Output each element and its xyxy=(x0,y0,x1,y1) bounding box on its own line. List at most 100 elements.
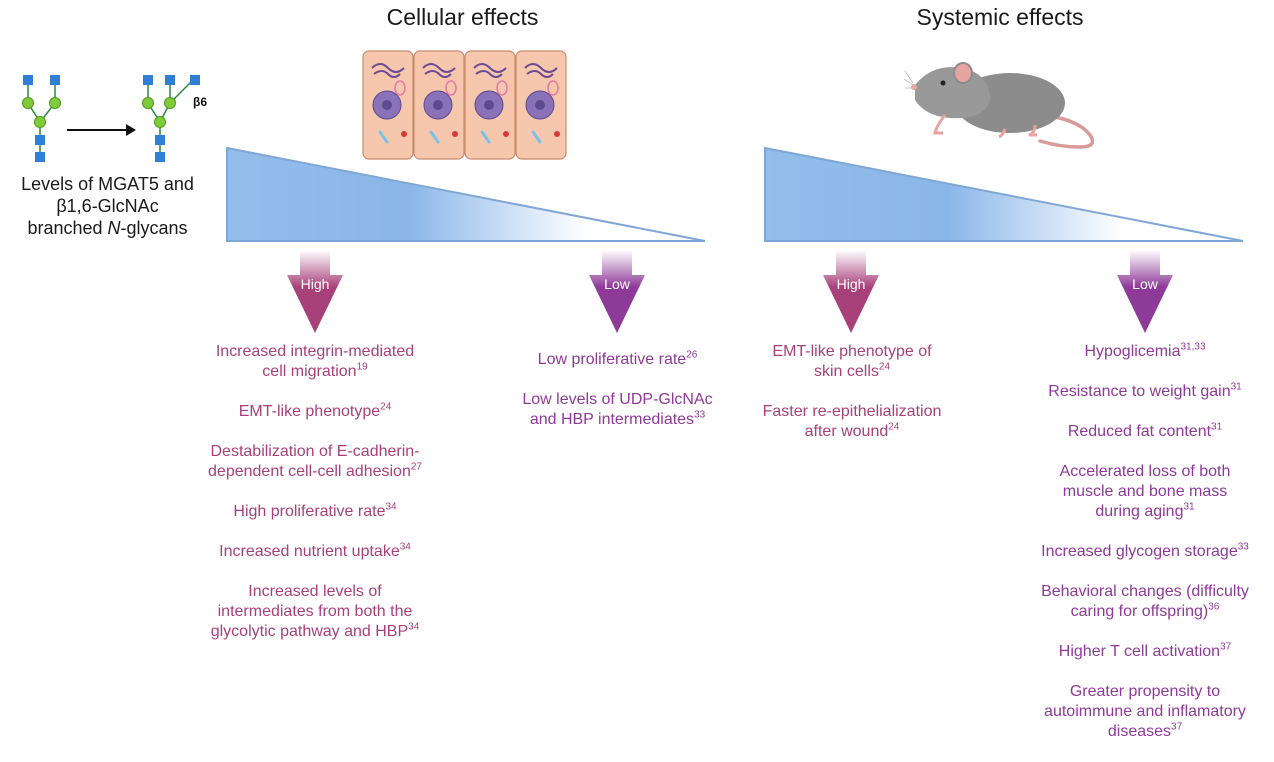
effect-line: muscle and bone mass xyxy=(1062,483,1228,500)
cellular-effects-heading: Cellular effects xyxy=(386,4,539,30)
effect-item: Higher T cell activation37 xyxy=(1020,642,1270,662)
glcnac-square xyxy=(155,135,165,145)
systemic-effects-heading: Systemic effects xyxy=(916,4,1084,30)
effect-line: during aging31 xyxy=(1095,501,1195,520)
cell xyxy=(515,50,567,160)
effect-line: Increased nutrient uptake34 xyxy=(219,541,411,560)
reference-superscript: 24 xyxy=(380,401,392,413)
reference-superscript: 19 xyxy=(356,361,368,373)
effect-line: Higher T cell activation37 xyxy=(1058,641,1232,660)
reference-superscript: 34 xyxy=(385,501,397,513)
mannose-circle xyxy=(49,97,61,109)
effect-line: EMT-like phenotype of xyxy=(772,343,932,360)
glcnac-square xyxy=(50,75,60,85)
reference-superscript: 24 xyxy=(888,421,900,433)
cellular-gradient-wedge xyxy=(226,146,706,242)
reference-superscript: 27 xyxy=(410,461,422,473)
effect-line: Increased glycogen storage33 xyxy=(1041,541,1249,560)
mouse-illustration xyxy=(903,62,1095,149)
effect-line: Resistance to weight gain31 xyxy=(1048,381,1242,400)
glcnac-square xyxy=(143,75,153,85)
reference-superscript: 37 xyxy=(1220,641,1232,653)
reference-superscript: 34 xyxy=(408,621,420,633)
effect-line: Greater propensity to xyxy=(1069,683,1221,700)
reference-superscript: 34 xyxy=(399,541,411,553)
glcnac-square xyxy=(35,152,45,162)
cell xyxy=(362,50,414,160)
glcnac-square xyxy=(35,135,45,145)
effect-line: after wound24 xyxy=(804,421,900,440)
glcnac-square xyxy=(165,75,175,85)
effect-line: Accelerated loss of both xyxy=(1059,463,1231,480)
mannose-circle xyxy=(22,97,34,109)
cellular-low-arrow: Low xyxy=(589,250,645,333)
effect-line: Hypoglicemia31,33 xyxy=(1084,341,1206,360)
glcnac-square xyxy=(190,75,200,85)
caption-line-1: Levels of MGAT5 and xyxy=(21,174,194,194)
reference-superscript: 31,33 xyxy=(1180,341,1206,353)
epithelial-cells-illustration xyxy=(362,50,567,160)
effect-item: High proliferative rate34 xyxy=(185,502,445,522)
effect-item: Increased nutrient uptake34 xyxy=(185,542,445,562)
reference-superscript: 36 xyxy=(1208,601,1220,613)
systemic-high-arrow: High xyxy=(823,250,879,333)
reference-superscript: 33 xyxy=(694,409,706,421)
caption-line-2: β1,6-GlcNAc xyxy=(56,196,159,216)
glcnac-square xyxy=(23,75,33,85)
effect-item: Accelerated loss of both muscle and bone … xyxy=(1020,462,1270,522)
mannose-circle xyxy=(164,97,176,109)
effect-item: EMT-like phenotype24 xyxy=(185,402,445,422)
mannose-circle xyxy=(142,97,154,109)
svg-text:Low: Low xyxy=(604,276,631,292)
reference-superscript: 37 xyxy=(1171,721,1183,733)
svg-text:High: High xyxy=(837,276,866,292)
effect-item: Hypoglicemia31,33 xyxy=(1020,342,1270,362)
reference-superscript: 31 xyxy=(1230,381,1242,393)
svg-text:Low: Low xyxy=(1132,276,1159,292)
cell xyxy=(413,50,465,160)
effect-line: Destabilization of E-cadherin- xyxy=(210,443,420,460)
systemic-gradient-wedge xyxy=(764,146,1244,242)
conversion-arrow xyxy=(67,124,136,136)
effect-item: Resistance to weight gain31 xyxy=(1020,382,1270,402)
cell xyxy=(464,50,516,160)
effect-line: Behavioral changes (difficulty xyxy=(1041,583,1249,600)
effect-line: autoimmune and inflamatory xyxy=(1044,703,1246,720)
caption-line-3: branched N-glycans xyxy=(27,218,188,238)
effect-line: caring for offspring)36 xyxy=(1070,601,1220,620)
reference-superscript: 26 xyxy=(686,349,698,361)
effect-item: Increased levels of intermediates from bo… xyxy=(185,582,445,642)
mannose-circle xyxy=(154,116,166,128)
cellular-high-arrow: High xyxy=(287,250,343,333)
reference-superscript: 33 xyxy=(1237,541,1249,553)
systemic-low-arrow: Low xyxy=(1117,250,1173,333)
effect-item: Low proliferative rate26 xyxy=(495,350,740,370)
reference-superscript: 31 xyxy=(1211,421,1223,433)
effect-line: intermediates from both the xyxy=(217,603,413,620)
mannose-circle xyxy=(34,116,46,128)
effect-item: Greater propensity to autoimmune and infl… xyxy=(1020,682,1270,742)
effect-line: EMT-like phenotype24 xyxy=(238,401,392,420)
effect-line: and HBP intermediates33 xyxy=(529,409,706,428)
effect-line: skin cells24 xyxy=(813,361,891,380)
effect-line: dependent cell-cell adhesion27 xyxy=(208,461,422,480)
effect-item: Increased glycogen storage33 xyxy=(1020,542,1270,562)
effect-line: Reduced fat content31 xyxy=(1067,421,1223,440)
reference-superscript: 31 xyxy=(1183,501,1195,513)
beta6-label: β6 xyxy=(193,95,207,109)
svg-text:High: High xyxy=(301,276,330,292)
effect-line: cell migration19 xyxy=(262,361,368,380)
effect-line: diseases37 xyxy=(1107,721,1183,740)
effect-line: Increased integrin-mediated xyxy=(215,343,415,360)
glcnac-square xyxy=(155,152,165,162)
effect-line: Increased levels of xyxy=(248,583,382,600)
effect-line: Faster re-epithelialization xyxy=(762,403,942,420)
effect-item: Reduced fat content31 xyxy=(1020,422,1270,442)
